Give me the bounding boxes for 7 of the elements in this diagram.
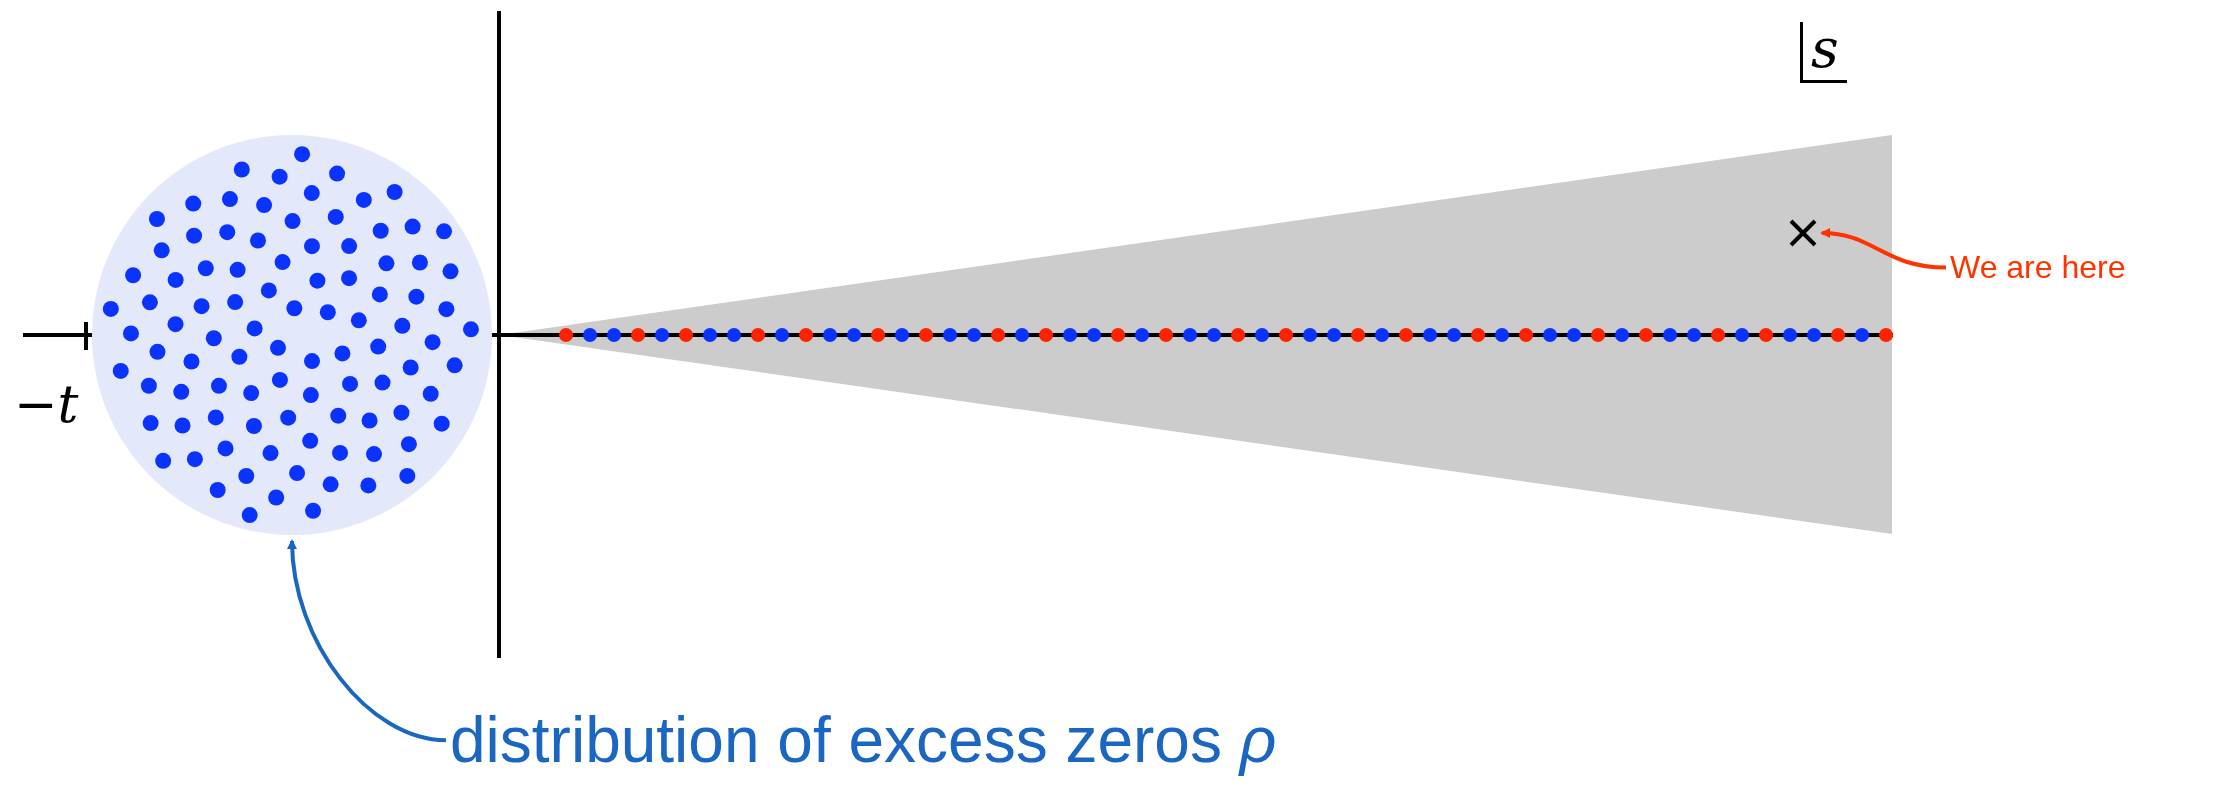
annotation-text: We are here bbox=[1950, 250, 2126, 286]
caption-text: distribution of excess zeros ρ bbox=[450, 705, 1277, 776]
cross-mark bbox=[1788, 218, 1818, 248]
variable-label: s bbox=[1800, 22, 1847, 83]
tick-label: −t bbox=[14, 378, 79, 430]
curved-arrow bbox=[287, 539, 447, 743]
curved-arrow bbox=[1820, 228, 1947, 270]
